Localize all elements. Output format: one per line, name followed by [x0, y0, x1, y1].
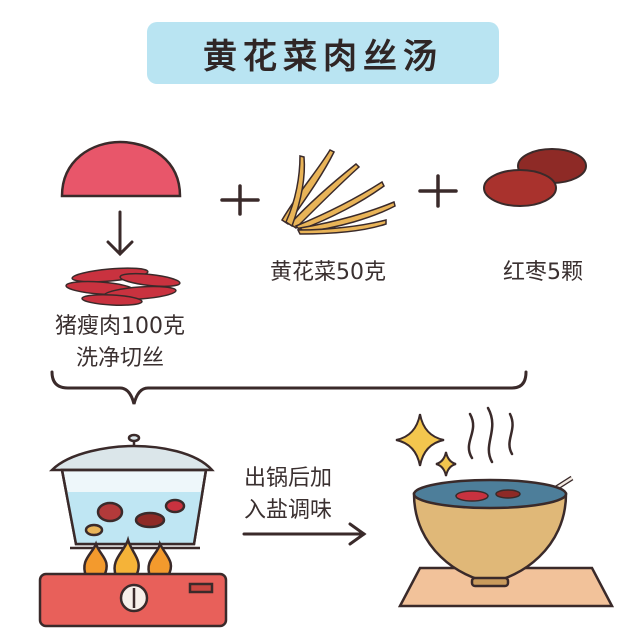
daylily-label: 黄花菜50克: [270, 260, 386, 285]
title-banner: 黄花菜肉丝汤: [147, 22, 499, 84]
recipe-title: 黄花菜肉丝汤: [203, 36, 443, 77]
plus-icon: [220, 184, 260, 216]
plus-icon: [418, 174, 458, 208]
down-arrow-icon: [106, 210, 134, 257]
pork-amount-label: 猪瘦肉100克: [55, 314, 185, 339]
steam-icon: [467, 406, 514, 464]
step-note-line1: 出锅后加: [244, 466, 333, 491]
pot-on-stove-icon: [38, 433, 228, 628]
flame-icon: [83, 540, 108, 578]
daylily-icon: [280, 149, 396, 235]
jujube-icon: [483, 148, 587, 207]
sparkle-icon: [395, 413, 457, 477]
pork-prep-label: 洗净切丝: [75, 346, 164, 371]
sliced-meat-icon: [65, 267, 181, 306]
jujube-label: 红枣5颗: [503, 260, 583, 285]
grouping-brace: [50, 370, 528, 405]
soup-bowl-icon: [397, 475, 615, 608]
step-note-line2: 入盐调味: [244, 498, 333, 523]
meat-chunk-icon: [60, 140, 182, 198]
right-arrow-icon: [242, 522, 367, 546]
